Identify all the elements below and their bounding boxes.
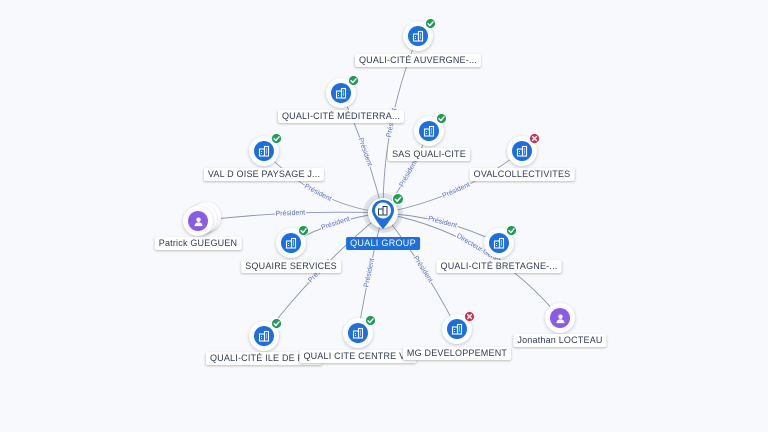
person-name-label[interactable]: Patrick GUEGUEN <box>154 237 242 250</box>
company-icon <box>512 141 532 161</box>
company-name-label[interactable]: QUALI-CITÉ AUVERGNE-... <box>354 54 482 67</box>
building-icon <box>285 237 297 249</box>
location-pin-icon <box>372 200 394 229</box>
active-status-icon <box>348 75 359 86</box>
center-company-label[interactable]: QUALI GROUP <box>346 237 420 250</box>
company-name-label[interactable]: QUALI CITE CENTRE V... <box>299 350 417 363</box>
company-node[interactable] <box>249 318 282 351</box>
company-icon <box>281 233 301 253</box>
building-icon <box>516 145 528 157</box>
company-name-label[interactable]: VAL D OISE PAYSAGE J... <box>203 168 325 181</box>
company-icon <box>489 233 509 253</box>
company-node[interactable] <box>442 311 475 344</box>
company-node[interactable] <box>484 225 517 258</box>
company-node[interactable] <box>414 113 447 146</box>
edge-role-label: Président <box>441 181 471 199</box>
building-icon <box>412 30 424 42</box>
active-status-icon <box>271 318 282 329</box>
graph-edge <box>382 150 523 214</box>
person-node[interactable] <box>183 202 221 236</box>
company-name-label[interactable]: OVALCOLLECTIVITES <box>469 168 575 181</box>
company-name-label[interactable]: QUALI-CITÉ ILE DE FR... <box>205 352 323 365</box>
company-node[interactable] <box>343 315 376 348</box>
company-node[interactable] <box>326 75 359 108</box>
edge-role-label: Président <box>356 137 372 167</box>
closed-status-icon <box>464 311 475 322</box>
active-status-icon <box>425 18 436 29</box>
company-icon <box>331 83 351 103</box>
company-name-label[interactable]: SQUAIRE SERVICES <box>241 260 341 273</box>
graph-edge <box>382 212 561 319</box>
person-icon <box>188 211 208 231</box>
company-icon <box>419 121 439 141</box>
company-icon <box>254 326 274 346</box>
company-name-label[interactable]: QUALI-CITÉ BRETAGNE-... <box>436 260 562 273</box>
closed-status-icon <box>529 133 540 144</box>
edge-role-label: Président <box>275 210 305 218</box>
building-icon <box>335 87 347 99</box>
person-icon <box>550 308 570 328</box>
user-icon <box>193 216 203 226</box>
company-node[interactable] <box>276 225 309 258</box>
company-icon <box>348 323 368 343</box>
edge-role-label: Président <box>363 258 376 288</box>
building-icon <box>423 125 435 137</box>
graph-edge <box>263 150 384 214</box>
company-icon <box>254 141 274 161</box>
company-icon <box>408 26 428 46</box>
active-status-icon <box>436 113 447 124</box>
active-status-icon <box>506 225 517 236</box>
edge-role-label: Président <box>412 255 434 284</box>
user-icon <box>555 313 565 323</box>
company-node[interactable] <box>403 18 436 51</box>
company-node[interactable] <box>249 133 282 166</box>
building-icon <box>258 145 270 157</box>
company-name-label[interactable]: SAS QUALI-CITE <box>388 148 470 161</box>
company-name-label[interactable]: MG DEVELOPPEMENT <box>402 347 512 360</box>
company-name-label[interactable]: QUALI-CITÉ MÉDITERRA... <box>277 110 405 123</box>
person-name-label[interactable]: Jonathan LOCTEAU <box>513 334 607 347</box>
person-node[interactable] <box>545 303 575 333</box>
building-icon <box>451 323 463 335</box>
edge-role-label: Président <box>398 159 419 188</box>
active-status-icon <box>298 225 309 236</box>
active-status-icon <box>365 315 376 326</box>
company-node[interactable] <box>507 133 540 166</box>
edge-role-label: Président <box>320 216 350 232</box>
center-company-node[interactable] <box>363 193 404 233</box>
active-status-icon <box>271 133 282 144</box>
building-icon <box>493 237 505 249</box>
company-icon <box>447 319 467 339</box>
building-icon <box>352 327 364 339</box>
building-icon <box>258 330 270 342</box>
edge-role-label: Président <box>303 183 333 203</box>
edge-role-label: Président <box>427 215 457 229</box>
active-status-icon <box>392 193 404 205</box>
